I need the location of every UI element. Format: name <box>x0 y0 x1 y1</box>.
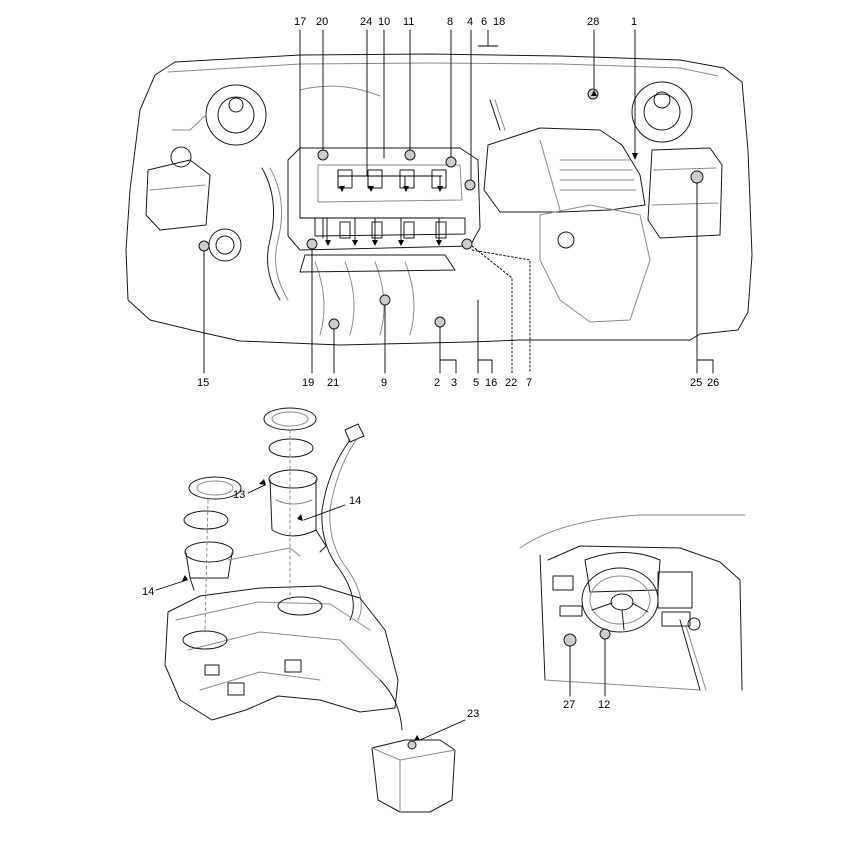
callout-2: 2 <box>434 377 441 389</box>
callout-11: 11 <box>403 16 415 28</box>
callout-13: 13 <box>233 489 246 501</box>
callout-8: 8 <box>447 16 454 28</box>
callout-23: 23 <box>467 708 480 720</box>
callout-16: 16 <box>485 377 498 389</box>
callout-22: 22 <box>505 377 518 389</box>
callout-5: 5 <box>473 377 480 389</box>
callout-12: 12 <box>598 699 611 711</box>
interior-leaders <box>569 638 606 697</box>
callout-10: 10 <box>378 16 391 28</box>
callout-20: 20 <box>316 16 329 28</box>
callout-15: 15 <box>197 377 210 389</box>
fuel-system-leaders <box>155 484 466 741</box>
callout-4: 4 <box>467 16 474 28</box>
callout-26: 26 <box>707 377 720 389</box>
callout-24: 24 <box>360 16 373 28</box>
callout-1: 1 <box>631 16 638 28</box>
engine-bay-view <box>125 53 753 346</box>
callout-25: 25 <box>690 377 703 389</box>
callout-9: 9 <box>381 377 388 389</box>
callout-7: 7 <box>526 377 533 389</box>
callout-27: 27 <box>563 699 576 711</box>
callout-3: 3 <box>451 377 458 389</box>
callout-19: 19 <box>302 377 315 389</box>
interior-view <box>519 514 746 691</box>
engine-bay-leaders <box>203 29 714 374</box>
callout-6: 6 <box>481 16 488 28</box>
callout-21: 21 <box>327 377 340 389</box>
callout-28: 28 <box>587 16 600 28</box>
callout-14-pump: 14 <box>349 495 362 507</box>
callout-17: 17 <box>294 16 307 28</box>
callout-14-sender: 14 <box>142 586 155 598</box>
callout-18: 18 <box>493 16 506 28</box>
fuel-system-view <box>164 407 456 813</box>
